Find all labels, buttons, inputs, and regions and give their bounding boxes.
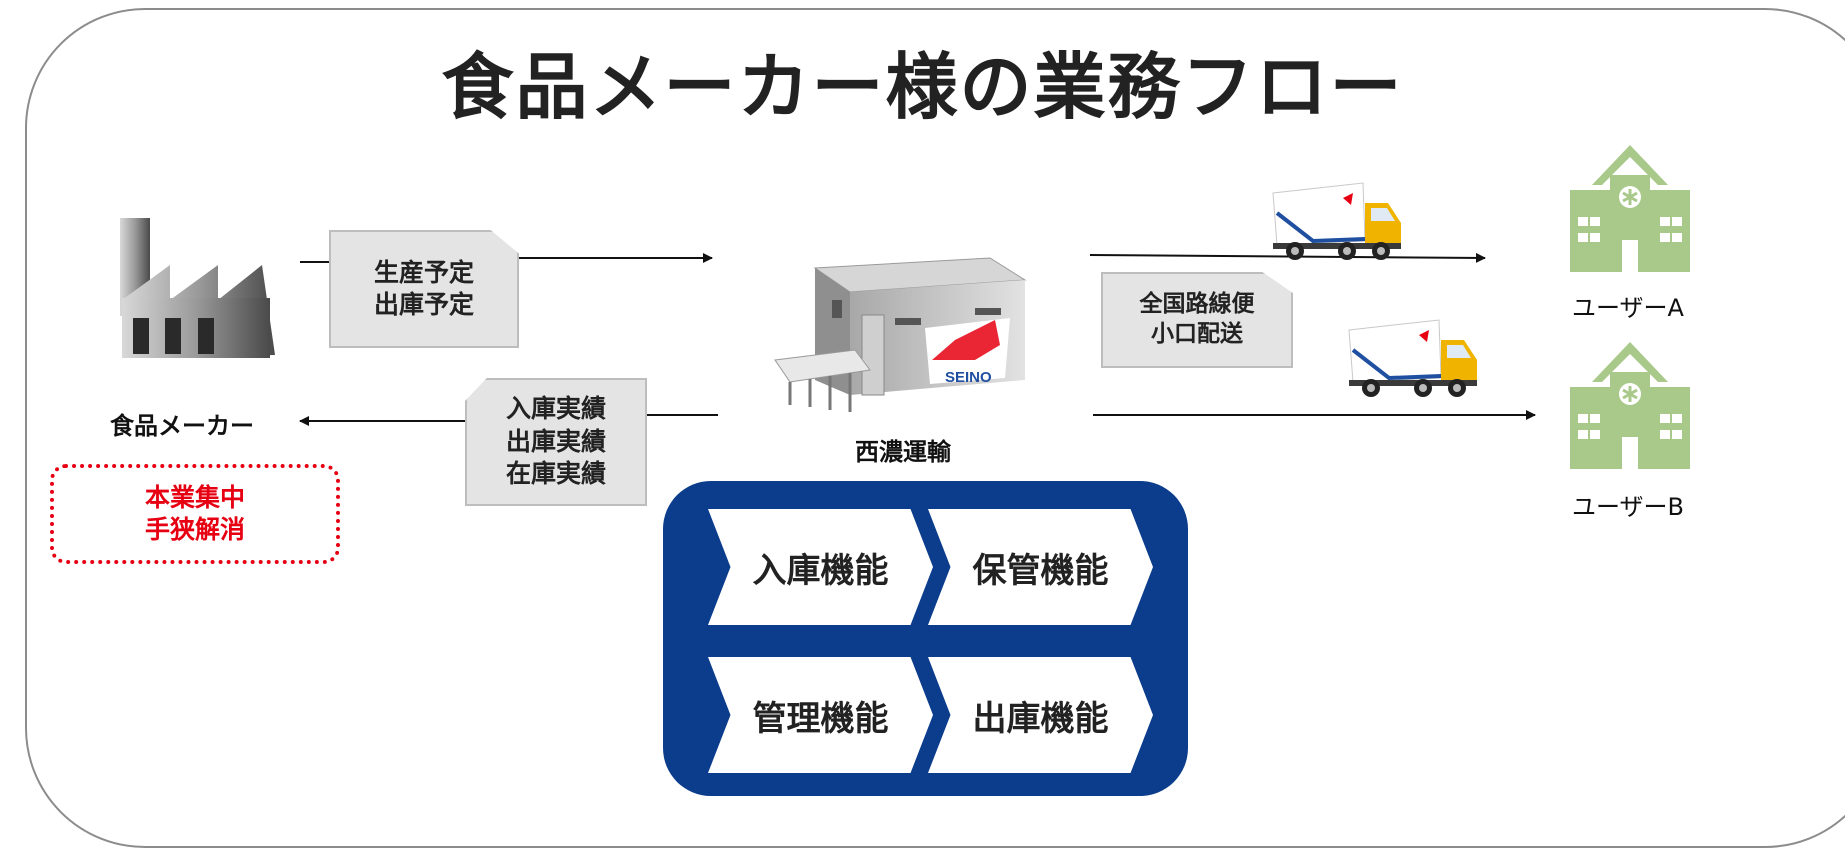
page-title: 食品メーカー様の業務フロー <box>441 45 1404 129</box>
schedule-note-text: 生産予定 出庫予定 <box>373 257 474 320</box>
function-outbound: 出庫機能 <box>928 657 1153 773</box>
warehouse-label: 西濃運輸 <box>855 438 951 466</box>
benefit-callout: 本業集中 手狭解消 <box>50 464 340 564</box>
seino-logo-text: SEINO <box>945 369 992 386</box>
results-note-text: 入庫実績 出庫実績 在庫実績 <box>505 394 606 489</box>
manufacturer-label: 食品メーカー <box>110 412 254 440</box>
function-inbound: 入庫機能 <box>708 509 933 625</box>
factory-icon <box>120 218 275 358</box>
user-a-label: ユーザーA <box>1572 294 1684 322</box>
delivery-note-text: 全国路線便 小口配送 <box>1139 291 1255 347</box>
functions-panel: 入庫機能 保管機能 管理機能 出庫機能 <box>663 481 1188 796</box>
results-note: 入庫実績 出庫実績 在庫実績 <box>465 378 647 506</box>
function-management: 管理機能 <box>708 657 933 773</box>
schedule-note: 生産予定 出庫予定 <box>329 230 519 348</box>
building-icon <box>1570 342 1690 469</box>
flow-diagram: SEINO <box>120 145 1690 469</box>
delivery-arrow-a <box>1089 252 1486 263</box>
benefit-callout-text: 本業集中 手狭解消 <box>144 482 245 545</box>
building-icon <box>1570 145 1690 272</box>
user-b-label: ユーザーB <box>1572 493 1684 521</box>
truck-icon <box>1348 319 1477 397</box>
function-storage: 保管機能 <box>928 509 1153 625</box>
truck-icon <box>1272 182 1401 260</box>
delivery-note: 全国路線便 小口配送 <box>1101 272 1293 368</box>
warehouse-icon: SEINO <box>774 257 1027 412</box>
